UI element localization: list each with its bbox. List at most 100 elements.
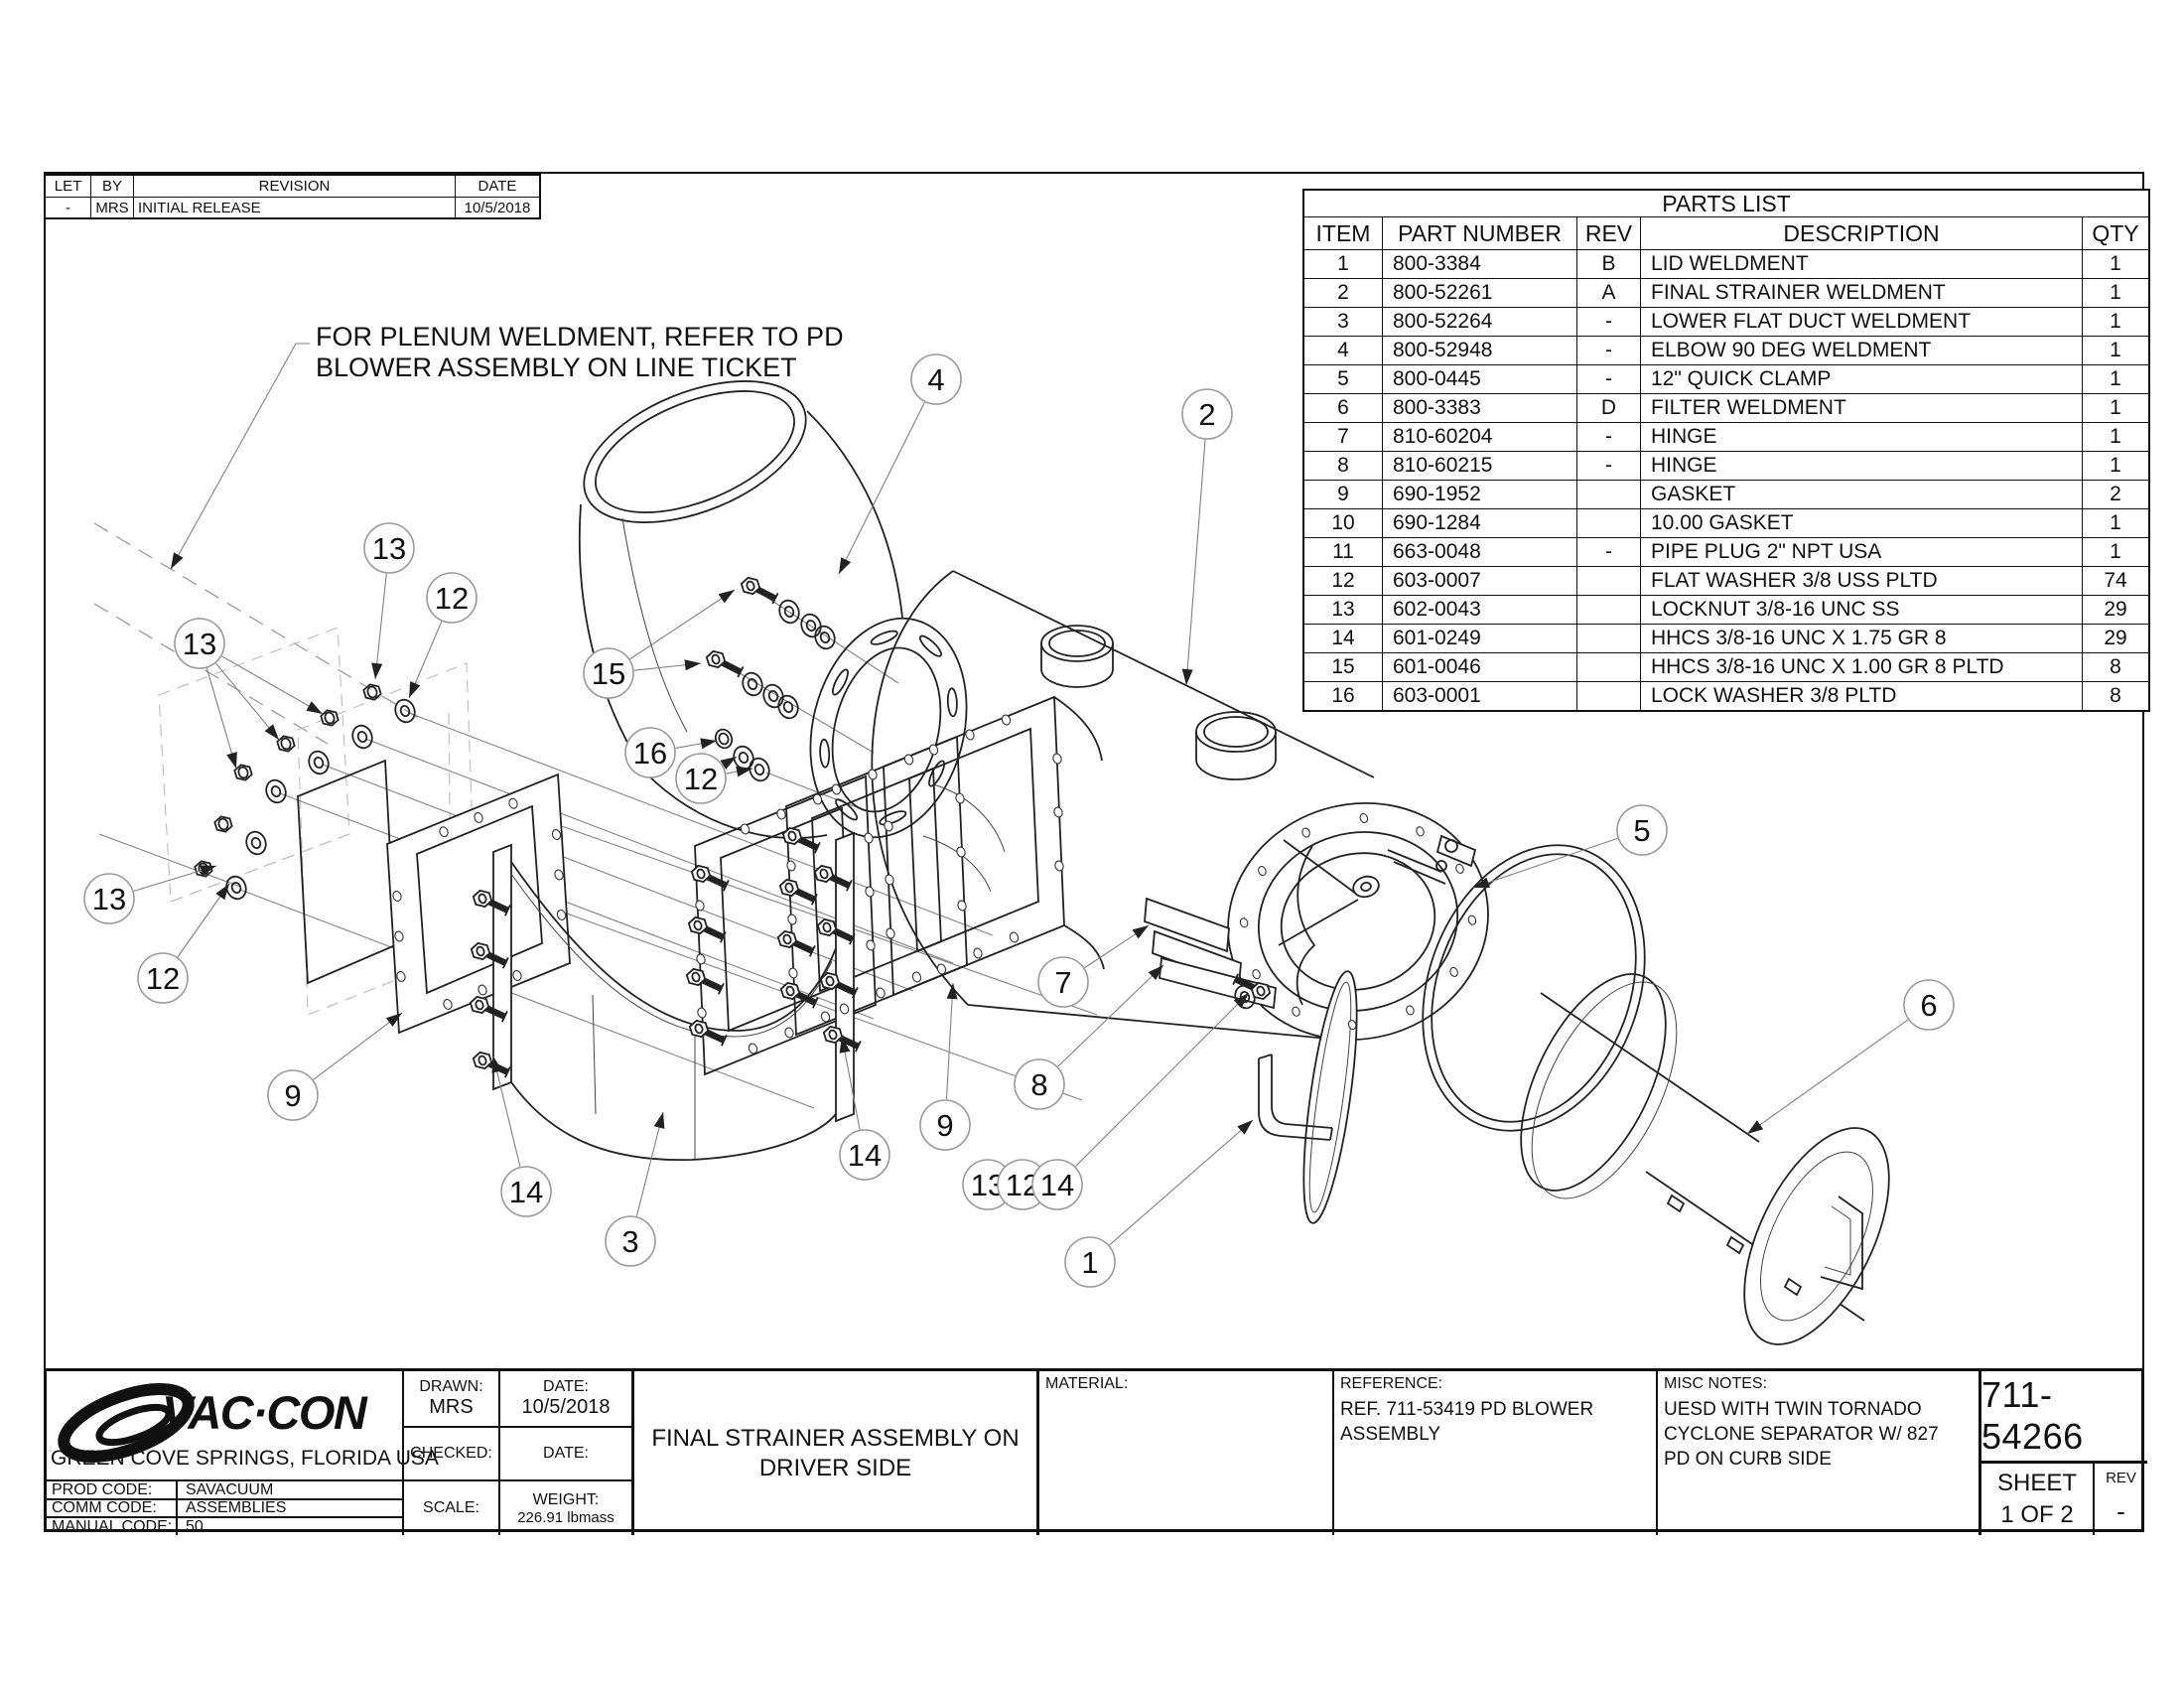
misc-notes-value: UESD WITH TWIN TORNADO CYCLONE SEPARATOR… bbox=[1664, 1399, 1939, 1470]
balloon-15: 15 bbox=[583, 589, 736, 699]
parts-cell: - bbox=[1576, 537, 1640, 566]
scale-cell: SCALE: bbox=[402, 1479, 498, 1535]
svg-text:14: 14 bbox=[1040, 1168, 1074, 1202]
parts-cell: GASKET bbox=[1640, 480, 2082, 508]
parts-cell: LOCKNUT 3/8-16 UNC SS bbox=[1640, 595, 2082, 624]
balloon-8: 8 bbox=[1014, 964, 1164, 1110]
revision-header-date: DATE bbox=[455, 176, 539, 197]
fastener-hardware bbox=[194, 576, 1477, 1078]
parts-cell bbox=[1576, 681, 1640, 710]
parts-header-description: DESCRIPTION bbox=[1640, 216, 2082, 249]
reference-cell: REFERENCE: REF. 711-53419 PD BLOWER ASSE… bbox=[1332, 1371, 1656, 1535]
parts-cell: 74 bbox=[2082, 566, 2148, 595]
parts-cell: ELBOW 90 DEG WELDMENT bbox=[1640, 336, 2082, 364]
svg-text:12: 12 bbox=[684, 762, 718, 796]
parts-cell: 800-3383 bbox=[1382, 393, 1576, 422]
parts-cell: 13 bbox=[1304, 595, 1382, 624]
date-label: DATE: bbox=[543, 1378, 589, 1395]
scale-label: SCALE: bbox=[423, 1499, 479, 1516]
balloon-7: 7 bbox=[1037, 924, 1150, 1008]
parts-cell: 10 bbox=[1304, 508, 1382, 537]
checked-label: CHECKED: bbox=[410, 1445, 492, 1462]
svg-text:16: 16 bbox=[633, 736, 667, 771]
svg-text:13: 13 bbox=[183, 627, 216, 661]
revision-cell: - bbox=[46, 197, 90, 217]
svg-text:5: 5 bbox=[1633, 813, 1650, 848]
balloon-6: 6 bbox=[1746, 979, 1955, 1135]
parts-cell bbox=[1576, 508, 1640, 537]
misc-notes-label: MISC NOTES: bbox=[1664, 1375, 1768, 1392]
parts-cell: - bbox=[1576, 451, 1640, 480]
balloon-12: 12 bbox=[675, 753, 753, 804]
parts-cell: FILTER WELDMENT bbox=[1640, 393, 2082, 422]
drawn-value: MRS bbox=[429, 1396, 474, 1418]
plenum-note-line2: BLOWER ASSEMBLY ON LINE TICKET bbox=[316, 352, 797, 382]
final-strainer-weldment bbox=[871, 570, 1489, 1042]
left-flange-plates bbox=[297, 759, 571, 1035]
parts-list-title: PARTS LIST bbox=[1662, 190, 1791, 216]
parts-cell: 2 bbox=[2082, 480, 2148, 508]
balloon-9: 9 bbox=[267, 1012, 403, 1121]
parts-cell bbox=[1576, 480, 1640, 508]
revision-cell: MRS bbox=[90, 197, 133, 217]
revision-header-let: LET bbox=[54, 178, 82, 195]
company-logo-text: VAC·CON bbox=[162, 1386, 367, 1439]
balloon-14: 14 bbox=[491, 1055, 552, 1217]
sheet-cell: SHEET 1 OF 2 bbox=[1979, 1461, 2093, 1535]
balloon-14: 14 bbox=[839, 1036, 890, 1181]
svg-text:15: 15 bbox=[592, 656, 625, 691]
manual-code-row: MANUAL CODE: 50 bbox=[47, 1516, 402, 1535]
reference-label: REFERENCE: bbox=[1340, 1375, 1443, 1392]
misc-notes-cell: MISC NOTES: UESD WITH TWIN TORNADO CYCLO… bbox=[1656, 1371, 1979, 1535]
svg-text:9: 9 bbox=[284, 1078, 301, 1113]
parts-cell: B bbox=[1576, 249, 1640, 278]
parts-cell: 1 bbox=[2082, 451, 2148, 480]
lid-weldment bbox=[1258, 970, 1358, 1224]
svg-text:8: 8 bbox=[1030, 1067, 1047, 1102]
parts-cell: LOWER FLAT DUCT WELDMENT bbox=[1640, 307, 2082, 336]
reference-value: REF. 711-53419 PD BLOWER ASSEMBLY bbox=[1340, 1399, 1594, 1445]
svg-text:14: 14 bbox=[848, 1138, 882, 1173]
elbow-weldment bbox=[578, 380, 968, 839]
logo-cell: VAC·CON GREEN COVE SPRINGS, FLORIDA USA bbox=[47, 1371, 439, 1479]
parts-cell: 663-0048 bbox=[1382, 537, 1576, 566]
parts-cell: 8 bbox=[2082, 681, 2148, 710]
parts-cell: 14 bbox=[1304, 624, 1382, 652]
vaccon-swoosh-icon bbox=[58, 1383, 195, 1463]
parts-cell: 1 bbox=[1304, 249, 1382, 278]
quick-clamp bbox=[1387, 834, 1646, 1132]
rev-value: - bbox=[2116, 1496, 2125, 1526]
parts-cell: 690-1952 bbox=[1382, 480, 1576, 508]
svg-text:7: 7 bbox=[1054, 965, 1071, 1000]
parts-cell: 29 bbox=[2082, 595, 2148, 624]
parts-cell bbox=[1576, 624, 1640, 652]
parts-cell: 1 bbox=[2082, 278, 2148, 307]
parts-cell: 7 bbox=[1304, 422, 1382, 451]
svg-text:13: 13 bbox=[372, 531, 406, 566]
svg-text:12: 12 bbox=[435, 581, 469, 616]
checked-cell: CHECKED: bbox=[402, 1426, 498, 1479]
plenum-note-line1: FOR PLENUM WELDMENT, REFER TO PD bbox=[316, 322, 844, 352]
balloon-3: 3 bbox=[605, 1111, 665, 1267]
parts-cell: 8 bbox=[1304, 451, 1382, 480]
parts-cell: 12" QUICK CLAMP bbox=[1640, 364, 2082, 393]
checked-date-cell: DATE: bbox=[498, 1426, 631, 1479]
parts-cell: 29 bbox=[2082, 624, 2148, 652]
balloon-14: 14 bbox=[1031, 992, 1250, 1210]
prod-code-row: PROD CODE: SAVACUUM bbox=[47, 1479, 402, 1498]
parts-cell bbox=[1576, 566, 1640, 595]
parts-cell: 810-60215 bbox=[1382, 451, 1576, 480]
company-location: GREEN COVE SPRINGS, FLORIDA USA bbox=[51, 1447, 439, 1470]
parts-header-rev: REV bbox=[1576, 216, 1640, 249]
parts-cell: 12 bbox=[1304, 566, 1382, 595]
svg-text:9: 9 bbox=[936, 1108, 953, 1143]
sheet-label: SHEET bbox=[1996, 1470, 2077, 1496]
svg-text:4: 4 bbox=[927, 362, 944, 397]
rev-label: REV bbox=[2106, 1470, 2136, 1486]
date-value: 10/5/2018 bbox=[521, 1396, 611, 1418]
rev-cell: REV - bbox=[2093, 1461, 2147, 1535]
material-cell: MATERIAL: bbox=[1036, 1371, 1332, 1535]
comm-code-value: ASSEMBLIES bbox=[176, 1499, 402, 1516]
